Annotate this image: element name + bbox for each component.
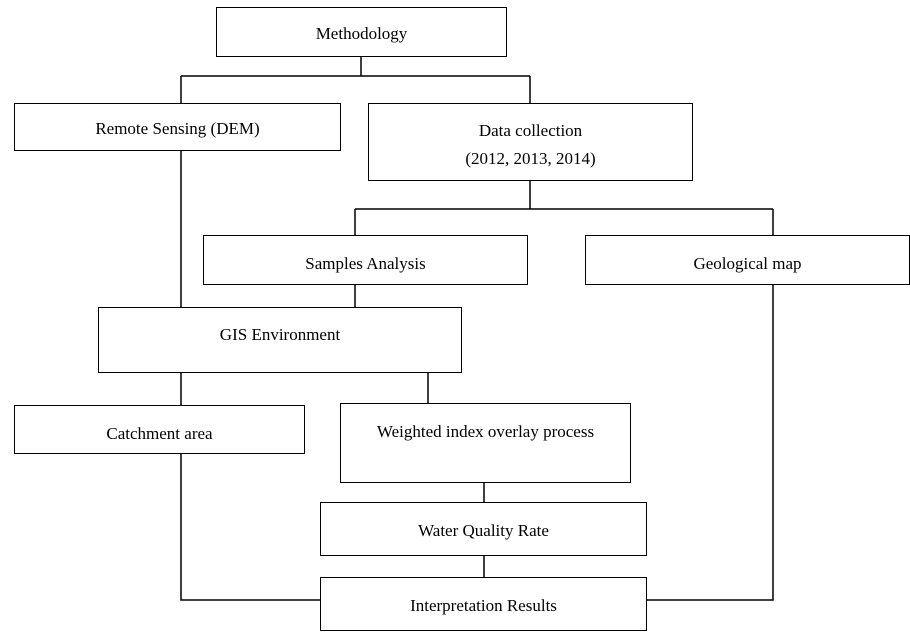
gis-environment-label: GIS Environment [219,325,341,344]
weighted-overlay-label: Weighted index overlay process [376,422,595,441]
interpretation-results-box: Interpretation Results [320,577,647,631]
remote-sensing-label: Remote Sensing (DEM) [95,119,260,138]
weighted-overlay-box: Weighted index overlay process [340,403,631,483]
geological-map-box: Geological map [585,235,910,285]
catchment-area-box: Catchment area [14,405,305,454]
connector-geological-to-interpretation [647,285,774,601]
data-collection-label: Data collection [478,121,583,140]
water-quality-rate-box: Water Quality Rate [320,502,647,556]
geological-map-label: Geological map [693,254,802,273]
gis-environment-box: GIS Environment [98,307,462,373]
data-collection-box: Data collection (2012, 2013, 2014) [368,103,693,181]
remote-sensing-box: Remote Sensing (DEM) [14,103,341,151]
methodology-label: Methodology [315,24,408,43]
samples-analysis-box: Samples Analysis [203,235,528,285]
interpretation-results-label: Interpretation Results [410,596,557,615]
methodology-box: Methodology [216,7,507,57]
connector-catchment-to-interpretation [180,454,320,601]
catchment-area-label: Catchment area [106,424,213,443]
samples-analysis-label: Samples Analysis [305,254,426,273]
water-quality-rate-label: Water Quality Rate [418,521,549,540]
data-collection-years: (2012, 2013, 2014) [465,149,596,168]
